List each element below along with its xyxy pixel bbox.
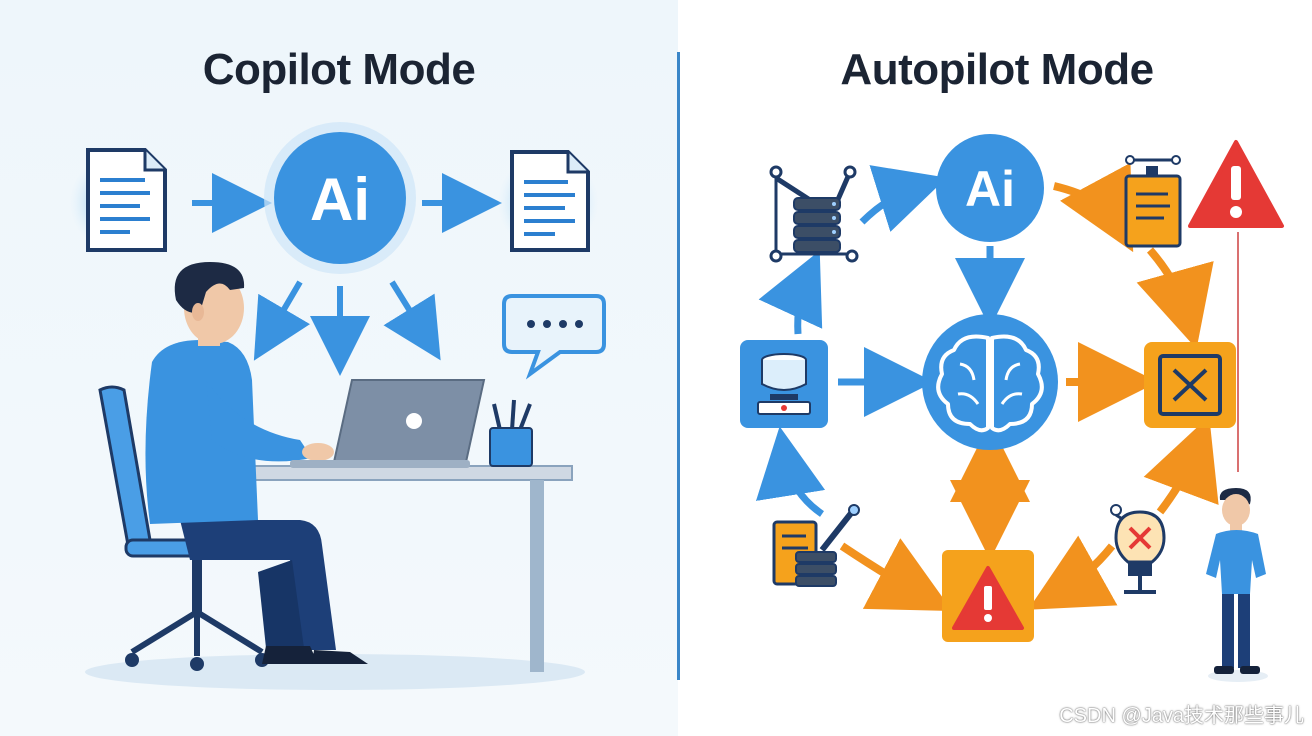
watermark: CSDN @Java技术那些事儿	[1059, 705, 1304, 727]
copilot-ai-label: Ai	[310, 166, 370, 233]
database-icon	[740, 340, 828, 428]
error-box-icon	[1144, 342, 1236, 428]
floor-shadow	[85, 654, 585, 690]
arrow-ai-to-clipboard	[1053, 162, 1134, 253]
warning-icon	[1188, 140, 1284, 472]
chat-bubble-icon	[502, 294, 606, 380]
document-icon	[498, 150, 598, 253]
arrow-clipboard-to-warning	[839, 538, 953, 611]
arrow-clipboard-to-db	[755, 426, 826, 517]
arrow-db-to-server	[758, 250, 823, 335]
autopilot-title: Autopilot Mode	[840, 45, 1154, 94]
panel-divider	[677, 52, 680, 680]
clipboard-server-icon	[772, 504, 860, 587]
person-at-desk	[145, 262, 368, 664]
arrow-server-to-ai	[859, 165, 947, 232]
copilot-title: Copilot Mode	[202, 45, 476, 94]
autopilot-ai-label: Ai	[965, 161, 1015, 217]
arrow-ai-down-left	[253, 280, 311, 361]
arrow-clipboard-to-error	[1136, 247, 1214, 349]
ai-icon: Ai	[936, 134, 1044, 242]
pencil-cup-icon	[489, 399, 533, 467]
person-icon	[1206, 488, 1268, 682]
robot-arm-server-icon	[769, 165, 859, 263]
lightbulb-error-icon	[1110, 504, 1166, 594]
ai-icon: Ai	[264, 122, 416, 274]
laptop-icon	[290, 379, 486, 468]
clipboard-icon	[1124, 155, 1182, 248]
arrow-bulb-to-error	[1143, 416, 1219, 515]
warning-box-icon	[942, 550, 1034, 642]
brain-icon	[922, 314, 1058, 450]
arrow-bulb-to-warning	[1028, 535, 1118, 610]
document-icon	[70, 148, 170, 253]
arrow-ai-down-right	[383, 280, 441, 361]
